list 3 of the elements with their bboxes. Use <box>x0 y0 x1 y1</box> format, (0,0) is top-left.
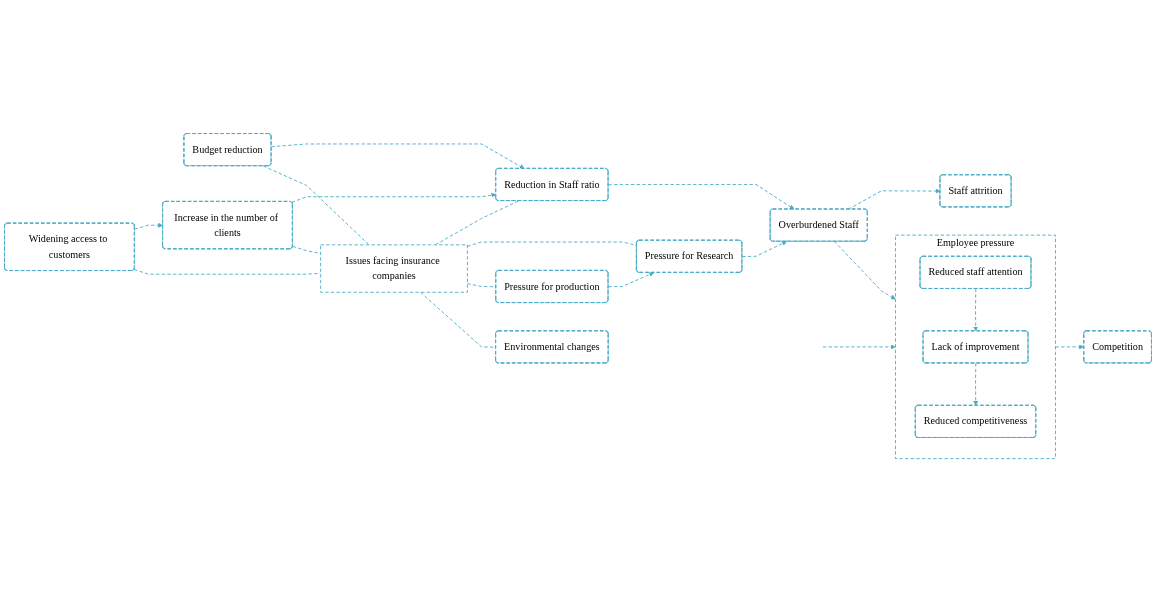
connector <box>262 165 370 246</box>
connector <box>420 291 497 348</box>
node-box: Issues facing insurance companies <box>320 244 468 293</box>
